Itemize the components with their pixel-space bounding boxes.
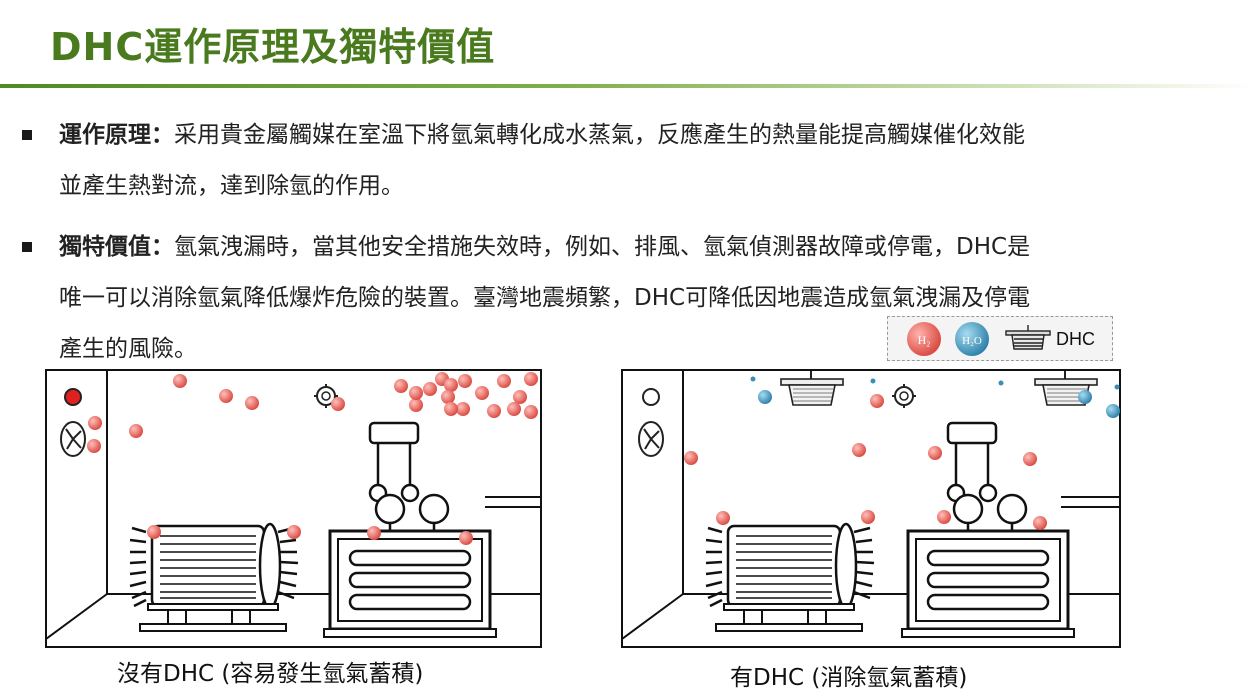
h2o-particle [1114, 384, 1120, 390]
h2-particle [88, 416, 102, 430]
h2-particle [1033, 516, 1047, 530]
title-divider [0, 84, 1254, 88]
h2-particle [861, 510, 875, 524]
dhc-device-icon [1005, 325, 1051, 350]
h2-particle [409, 386, 423, 400]
h2-particle [524, 405, 538, 419]
floor-edge [621, 593, 684, 640]
h2-particles [87, 372, 538, 545]
h2o-particle [750, 376, 756, 382]
h2-particle [716, 511, 730, 525]
h2o-particle [998, 380, 1004, 386]
h2-particle [441, 390, 455, 404]
h2o-particles [750, 376, 1120, 418]
exhaust-fan-icon [60, 421, 86, 457]
caption-without-dhc: 沒有DHC (容易發生氫氣蓄積) [117, 661, 424, 687]
caption-with-dhc: 有DHC (消除氫氣蓄積) [730, 665, 968, 691]
scene-with-dhc [621, 369, 1121, 648]
h2o-particle [758, 390, 772, 404]
bullet-lead: 獨特價值： [59, 234, 174, 260]
h2-particle [937, 510, 951, 524]
h2-particle [475, 386, 489, 400]
h2o-particle [870, 378, 876, 384]
h2-particle [458, 374, 472, 388]
bullet-square-icon [22, 242, 32, 252]
bullet-unique-value: 獨特價值：氫氣洩漏時，當其他安全措施失效時，例如、排風、氫氣偵測器故障或停電，D… [22, 222, 1202, 375]
legend-h2o-label: H₂O [962, 335, 982, 347]
bullet-line-2: 並產生熱對流，達到除氫的作用。 [59, 173, 404, 199]
h2-particle [1023, 452, 1037, 466]
h2-particle [684, 451, 698, 465]
h2-particle [928, 446, 942, 460]
h2-particle [423, 382, 437, 396]
h2-particle [852, 443, 866, 457]
h2-particle [394, 379, 408, 393]
legend-graphics: H₂ H₂O [907, 322, 1051, 356]
bullet-text: 采用貴金屬觸媒在室溫下將氫氣轉化成水蒸氣，反應產生的熱量能提高觸媒催化效能 [174, 122, 1025, 148]
legend-h2-label: H₂ [918, 333, 931, 347]
h2-particle [459, 531, 473, 545]
h2-particle [870, 394, 884, 408]
page-title: DHC運作原理及獨特價值 [50, 25, 496, 69]
legend-box: H₂ H₂O DHC [887, 316, 1113, 361]
h2-particle [147, 525, 161, 539]
floor-edge [45, 593, 108, 640]
bullet-operating-principle: 運作原理：采用貴金屬觸媒在室溫下將氫氣轉化成水蒸氣，反應產生的熱量能提高觸媒催化… [22, 110, 1202, 212]
h2-particle [173, 374, 187, 388]
h2-molecule-icon: H₂ [907, 322, 941, 356]
h2-particle [219, 389, 233, 403]
scene-without-dhc [45, 369, 542, 648]
h2-particle [129, 424, 143, 438]
bullet-line-1: 獨特價值：氫氣洩漏時，當其他安全措施失效時，例如、排風、氫氣偵測器故障或停電，D… [59, 222, 1202, 273]
h2-particle [497, 374, 511, 388]
h2-particle [524, 372, 538, 386]
h2-particle [507, 402, 521, 416]
h2-particle [87, 439, 101, 453]
h2-particle [367, 526, 381, 540]
h2-particle [444, 402, 458, 416]
h2-particle [456, 402, 470, 416]
h2-particle [331, 397, 345, 411]
h2-particle [409, 398, 423, 412]
bullet-line-3: 產生的風險。 [59, 336, 197, 362]
h2o-molecule-icon: H₂O [955, 322, 989, 356]
bullet-text: 氫氣洩漏時，當其他安全措施失效時，例如、排風、氫氣偵測器故障或停電，DHC是 [174, 234, 1031, 260]
bullet-line-1: 運作原理：采用貴金屬觸媒在室溫下將氫氣轉化成水蒸氣，反應產生的熱量能提高觸媒催化… [59, 110, 1202, 161]
legend-dhc-label: DHC [1056, 329, 1095, 349]
bullet-square-icon [22, 130, 32, 140]
h2-particle [287, 525, 301, 539]
alarm-light-on-icon [64, 388, 82, 406]
bullet-line-2: 唯一可以消除氫氣降低爆炸危險的裝置。臺灣地震頻繁，DHC可降低因地震造成氫氣洩漏… [59, 285, 1031, 311]
h2-particle [487, 404, 501, 418]
h2-particle [513, 390, 527, 404]
bullet-lead: 運作原理： [59, 122, 174, 148]
h2o-particle [1078, 390, 1092, 404]
h2-particle [444, 378, 458, 392]
alarm-light-off-icon [642, 388, 660, 406]
h2-particles [684, 394, 1047, 530]
exhaust-fan-icon [638, 421, 664, 457]
h2o-particle [1106, 404, 1120, 418]
h2-particle [245, 396, 259, 410]
